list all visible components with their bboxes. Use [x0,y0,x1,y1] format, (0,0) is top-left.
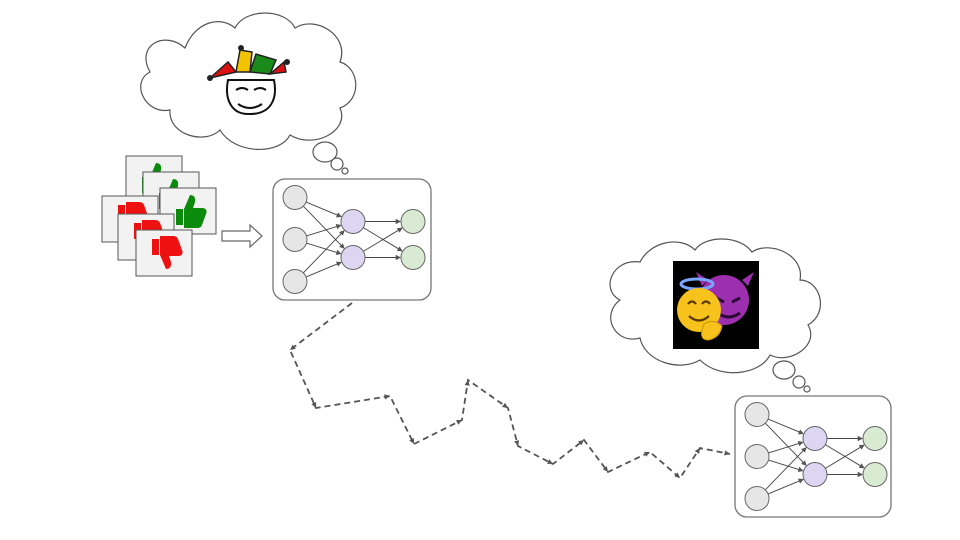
network-edge [765,447,807,491]
network-edge [767,418,804,435]
network-edge [305,261,342,278]
path-arrowhead [384,394,390,400]
path-arrowhead [602,466,608,472]
network-edge [768,459,804,472]
angel-devil-icon [673,261,759,349]
hidden-node [340,209,366,234]
network-edge [765,422,807,466]
jester-face-icon [207,45,290,116]
network-edge [767,478,804,495]
network-edge [306,242,342,255]
output-node [400,245,426,270]
neural-network-2 [734,395,892,518]
network-edge [305,201,342,218]
input-node [282,227,308,252]
path-arrowhead [456,420,462,425]
path-arrowhead [694,448,700,454]
network-edge [768,441,804,454]
input-node [282,269,308,294]
network-edge [363,227,403,252]
path-arrowhead [547,459,553,464]
thought-cloud-2 [609,238,821,393]
network-edge [303,230,345,274]
network-edge [306,224,342,237]
path-arrowhead [290,344,296,350]
output-node [400,209,426,234]
path-arrowhead [674,472,680,478]
output-node [862,462,888,487]
hidden-node [802,426,828,451]
input-node [282,185,308,210]
output-node [862,426,888,451]
path-arrowhead [724,450,730,456]
thumbs-up-icon [176,195,207,228]
hidden-node [802,462,828,487]
feedback-cards [101,155,217,277]
path-arrowhead [464,380,470,386]
input-node [744,444,770,469]
network-edge [303,205,345,249]
hidden-node [340,245,366,270]
path-arrowhead [409,438,414,444]
thought-cloud-1 [140,12,357,175]
dashed-arrow-path [288,302,731,480]
neural-network-1 [272,178,432,301]
input-node [744,486,770,511]
right-arrow-icon [221,223,263,249]
path-arrowhead [644,451,650,457]
input-node [744,402,770,427]
path-arrowhead [578,440,584,446]
network-edge [825,444,865,469]
path-arrowhead [311,402,317,408]
feedback-card-thumbs-down [135,229,193,277]
path-arrowhead [502,402,508,408]
thumbs-down-icon [152,236,183,269]
path-arrowhead [514,440,520,446]
